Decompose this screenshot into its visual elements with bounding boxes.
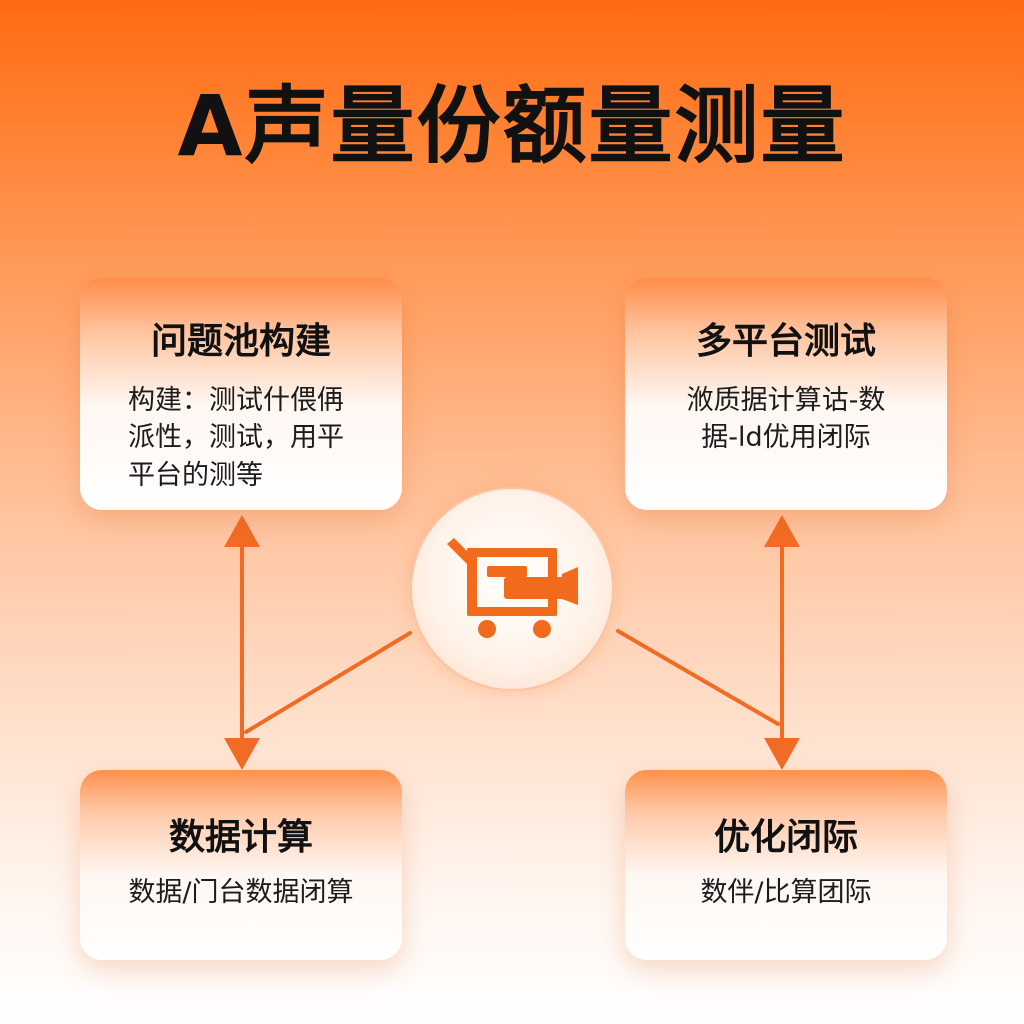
shopping-cart-icon xyxy=(447,538,578,638)
card-description-line: 浟质据计算诂-数 xyxy=(686,385,886,416)
card-description-line: 据-ld优用闭际 xyxy=(701,422,871,454)
card-title: 多平台测试 xyxy=(695,321,876,362)
left-diagonal-connector xyxy=(244,631,412,734)
card-description: 数伴/比算团际 xyxy=(625,874,947,911)
card-optimization-loop: 优化闭际 数伴/比算团际 xyxy=(625,770,947,960)
card-title: 优化闭际 xyxy=(713,817,858,858)
card-question-pool: 问题池构建 构建：测试什偎侢 派性，测试，用平 平台的测等 xyxy=(80,278,402,510)
card-description: 构建：测试什偎侢 派性，测试，用平 平台的测等 xyxy=(128,382,368,494)
card-description-line: 派性，测试，用平 xyxy=(128,422,344,454)
central-hub xyxy=(410,487,614,691)
card-description: 数据/门台数据闭算 xyxy=(80,874,402,911)
page-title: A声量份额量测量 xyxy=(177,77,847,175)
right-diagonal-connector xyxy=(616,629,780,726)
card-description-line: 构建：测试什偎侢 xyxy=(128,385,344,416)
arrow-up-left-icon xyxy=(224,515,260,547)
card-description-line: 数据/门台数据闭算 xyxy=(128,877,354,908)
card-multi-platform-test: 多平台测试 浟质据计算诂-数 据-ld优用闭际 xyxy=(625,278,947,510)
card-description: 浟质据计算诂-数 据-ld优用闭际 xyxy=(653,382,919,457)
card-title: 问题池构建 xyxy=(150,321,331,362)
card-data-calculation: 数据计算 数据/门台数据闭算 xyxy=(80,770,402,960)
card-description-line: 数伴/比算团际 xyxy=(700,877,872,908)
arrow-up-right-icon xyxy=(764,515,800,547)
card-title: 数据计算 xyxy=(168,817,313,858)
arrow-down-left-icon xyxy=(224,738,260,770)
card-description-line: 平台的测等 xyxy=(128,459,263,491)
arrow-down-right-icon xyxy=(764,738,800,770)
